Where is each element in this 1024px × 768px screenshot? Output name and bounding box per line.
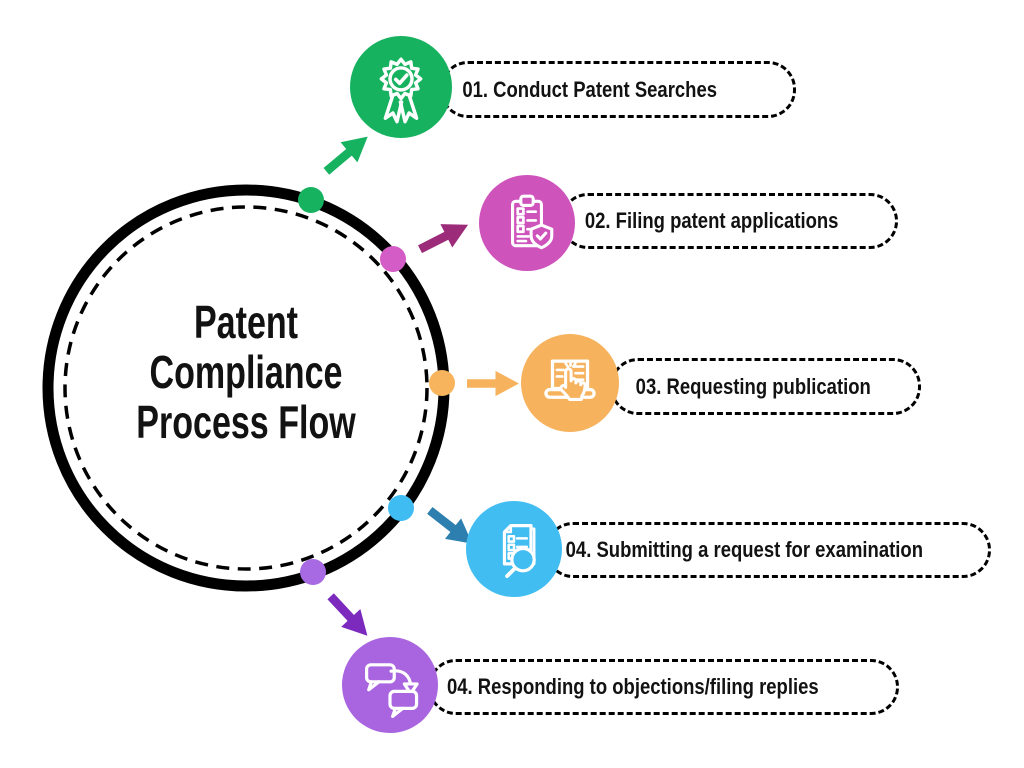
step-label: 04. Responding to objections/filing repl… xyxy=(446,674,819,699)
step-label: 04. Submitting a request for examination xyxy=(565,537,923,562)
title-line-2: Compliance xyxy=(149,346,343,398)
step-label-pill: 04. Submitting a request for examination xyxy=(545,522,991,578)
step-icon-circle xyxy=(466,501,562,597)
step-label: 02. Filing patent applications xyxy=(584,208,839,233)
clipboard-shield-icon xyxy=(511,194,554,250)
step-label-pill: 03. Requesting publication xyxy=(610,358,921,415)
step-label-pill: 02. Filing patent applications xyxy=(560,193,898,249)
document-search-icon xyxy=(502,524,536,579)
title-line-1: Patent xyxy=(193,296,299,348)
step-label: 01. Conduct Patent Searches xyxy=(462,76,718,102)
step-icon-circle xyxy=(521,334,619,432)
title-line-3: Process Flow xyxy=(136,396,356,448)
step-label: 03. Requesting publication xyxy=(635,373,871,399)
chat-reply-icon xyxy=(365,663,419,718)
step-label-pill: 04. Responding to objections/filing repl… xyxy=(428,659,899,715)
dashed-inner-circle xyxy=(63,205,429,571)
award-ribbon-icon xyxy=(379,57,423,124)
step-icon-circle xyxy=(479,175,575,271)
step-icon-circle xyxy=(350,36,452,138)
publish-tap-icon xyxy=(544,359,596,401)
diagram-title: Patent Compliance Process Flow xyxy=(113,297,379,447)
step-label-pill: 01. Conduct Patent Searches xyxy=(440,61,796,118)
flow-arrow-icon xyxy=(323,136,368,175)
step-icon-circle xyxy=(342,637,438,733)
flow-arrow-icon xyxy=(467,370,519,397)
